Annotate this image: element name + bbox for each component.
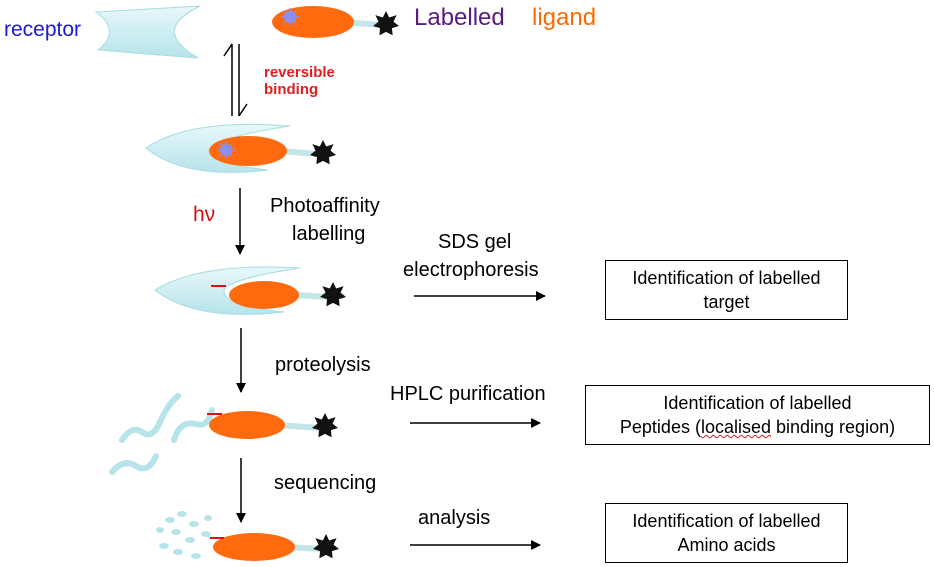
result-box-target: Identification of labelled target <box>605 260 848 320</box>
result-box-amino-line1: Identification of labelled <box>632 511 821 531</box>
hplc-label: HPLC purification <box>390 383 546 405</box>
hv-label: hν <box>193 203 215 226</box>
result-box-peptides: Identification of labelled Peptides (loc… <box>585 385 930 445</box>
labelled-label: Labelled <box>414 4 505 31</box>
receptor-label: receptor <box>4 18 81 41</box>
labelling-label: labelling <box>292 223 365 245</box>
star-tag-icon <box>313 534 339 559</box>
photoaffinity-label: Photoaffinity <box>270 195 380 217</box>
amino-acid-dot-icon <box>185 537 195 543</box>
amino-acid-dot-icon <box>171 529 181 535</box>
amino-acid-dot-icon <box>177 511 187 517</box>
peptides-text-localised: localised <box>700 417 771 437</box>
receptor-icon <box>94 5 201 59</box>
amino-acid-dot-icon <box>173 549 183 555</box>
ligand-icon <box>229 281 299 309</box>
labelled-peptide <box>207 411 338 439</box>
ligand-icon <box>209 136 287 166</box>
proteolysis-label: proteolysis <box>275 354 371 376</box>
star-tag-icon <box>320 282 346 307</box>
result-box-amino-line2: Amino acids <box>677 535 776 555</box>
star-tag-icon <box>312 413 338 438</box>
electrophoresis-label: electrophoresis <box>403 259 539 281</box>
peptide-fragment-icon <box>119 393 181 443</box>
ligand-icon <box>209 411 285 439</box>
result-box-amino: Identification of labelled Amino acids <box>605 503 848 563</box>
result-box-peptides-line2: Peptides (localised binding region) <box>586 415 929 439</box>
receptor-icon <box>154 266 301 315</box>
covalent-complex <box>154 266 346 315</box>
peptides-text-a: Peptides ( <box>619 417 701 437</box>
ligand-free <box>272 6 399 38</box>
amino-acid-dot-icon <box>156 527 164 533</box>
amino-acid-dot-icon <box>204 515 212 521</box>
ligand-label: ligand <box>532 4 596 31</box>
peptide-fragment-icon <box>171 407 215 443</box>
reversible-label: reversible <box>264 64 335 81</box>
amino-acid-dot-icon <box>201 531 211 537</box>
peptide-fragment-icon <box>109 453 159 475</box>
analysis-label: analysis <box>418 507 490 529</box>
result-box-peptides-line1: Identification of labelled <box>663 393 852 413</box>
ligand-icon <box>213 533 295 561</box>
sds-gel-label: SDS gel <box>438 231 511 253</box>
amino-acid-dot-icon <box>159 543 169 549</box>
photoactive-group-icon <box>281 8 299 26</box>
sequencing-label: sequencing <box>274 472 376 494</box>
amino-acid-dot-icon <box>189 521 199 527</box>
star-tag-icon <box>310 140 336 165</box>
labelled-amino-acid <box>210 533 339 561</box>
photoactive-group-icon <box>217 141 235 159</box>
result-box-target-line2: target <box>703 292 750 312</box>
receptor-ligand-complex <box>145 123 336 173</box>
result-box-target-line1: Identification of labelled <box>632 268 821 288</box>
binding-label: binding <box>264 81 318 98</box>
amino-acid-dot-icon <box>191 553 201 559</box>
reversible-arrows <box>223 43 248 117</box>
amino-acid-dots <box>156 511 212 559</box>
star-tag-icon <box>373 11 399 36</box>
amino-acid-dot-icon <box>165 517 175 523</box>
peptide-fragments <box>109 393 215 475</box>
peptides-text-b: binding region) <box>771 417 896 437</box>
